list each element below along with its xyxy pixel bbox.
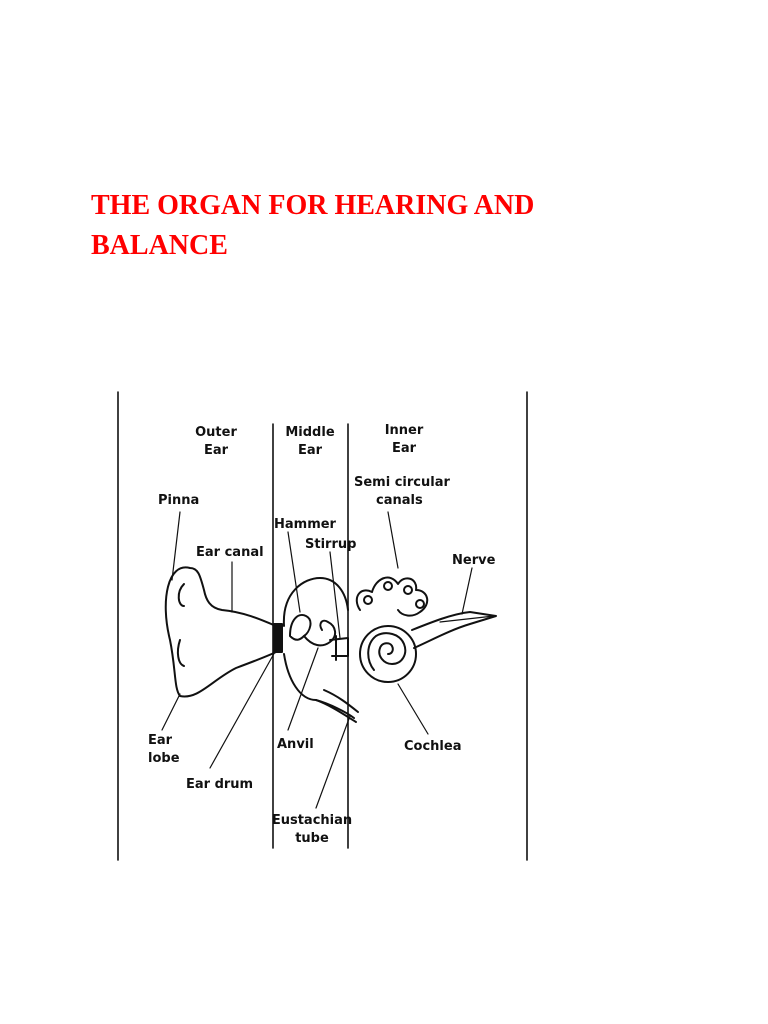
ear-lobe-label-1: Ear (148, 733, 173, 748)
section-inner-label-1: Inner (385, 423, 424, 438)
page-title: THE ORGAN FOR HEARING AND BALANCE (91, 190, 535, 261)
anvil-label: Anvil (277, 737, 314, 752)
pinna-inner-curve-2 (176, 639, 185, 667)
hammer-label: Hammer (274, 517, 337, 532)
stirrup-label: Stirrup (305, 537, 356, 552)
nerve-shape (411, 611, 497, 649)
pinna-inner-curve (177, 583, 185, 607)
ear-drum-shape (273, 623, 283, 653)
cochlea-outer (359, 625, 417, 683)
eustachian-label-1: Eustachian (272, 813, 352, 828)
semicircular-label-2: canals (376, 493, 423, 508)
nerve-fiber (439, 615, 495, 623)
ear-canal-label: Ear canal (196, 545, 264, 560)
stirrup-leader (329, 551, 341, 639)
ear-lobe-label-2: lobe (148, 751, 180, 766)
ear-lobe-leader (161, 693, 181, 731)
pinna-leader (171, 511, 181, 581)
canal-loop-4 (415, 599, 425, 609)
hammer-leader (287, 531, 301, 613)
section-outer-label-1: Outer (195, 425, 237, 440)
section-outer-label-2: Ear (204, 443, 229, 458)
canal-loop-1 (363, 595, 373, 605)
nerve-leader (461, 567, 473, 615)
cochlea-leader (397, 683, 429, 735)
nerve-label: Nerve (452, 553, 496, 568)
anvil-shape (303, 619, 336, 647)
canal-loop-3 (403, 585, 413, 595)
anvil-leader (287, 647, 319, 731)
section-inner-label-2: Ear (392, 441, 417, 456)
middle-ear-cavity (282, 577, 355, 719)
cochlea-label: Cochlea (404, 739, 461, 754)
semicircular-canals-shape (355, 576, 429, 617)
leader-lines (161, 511, 473, 809)
outer-ear-shape (164, 566, 277, 698)
ear-diagram: Outer Ear Middle Ear Inner Ear Pinna Ear… (117, 391, 528, 861)
section-middle-label-2: Ear (298, 443, 323, 458)
stirrup-shape (329, 635, 349, 661)
semicircular-leader (387, 511, 399, 569)
ear-drum-leader (209, 649, 277, 769)
eustachian-tube-shape (315, 689, 359, 723)
hammer-shape (289, 614, 312, 641)
ear-drum-label: Ear drum (186, 777, 253, 792)
section-middle-label-1: Middle (285, 425, 334, 440)
semicircular-label-1: Semi circular (354, 475, 450, 490)
eustachian-leader (315, 715, 351, 809)
canal-loop-2 (383, 581, 393, 591)
pinna-label: Pinna (158, 493, 199, 508)
cochlea-spiral (367, 632, 407, 671)
eustachian-label-2: tube (295, 831, 329, 846)
